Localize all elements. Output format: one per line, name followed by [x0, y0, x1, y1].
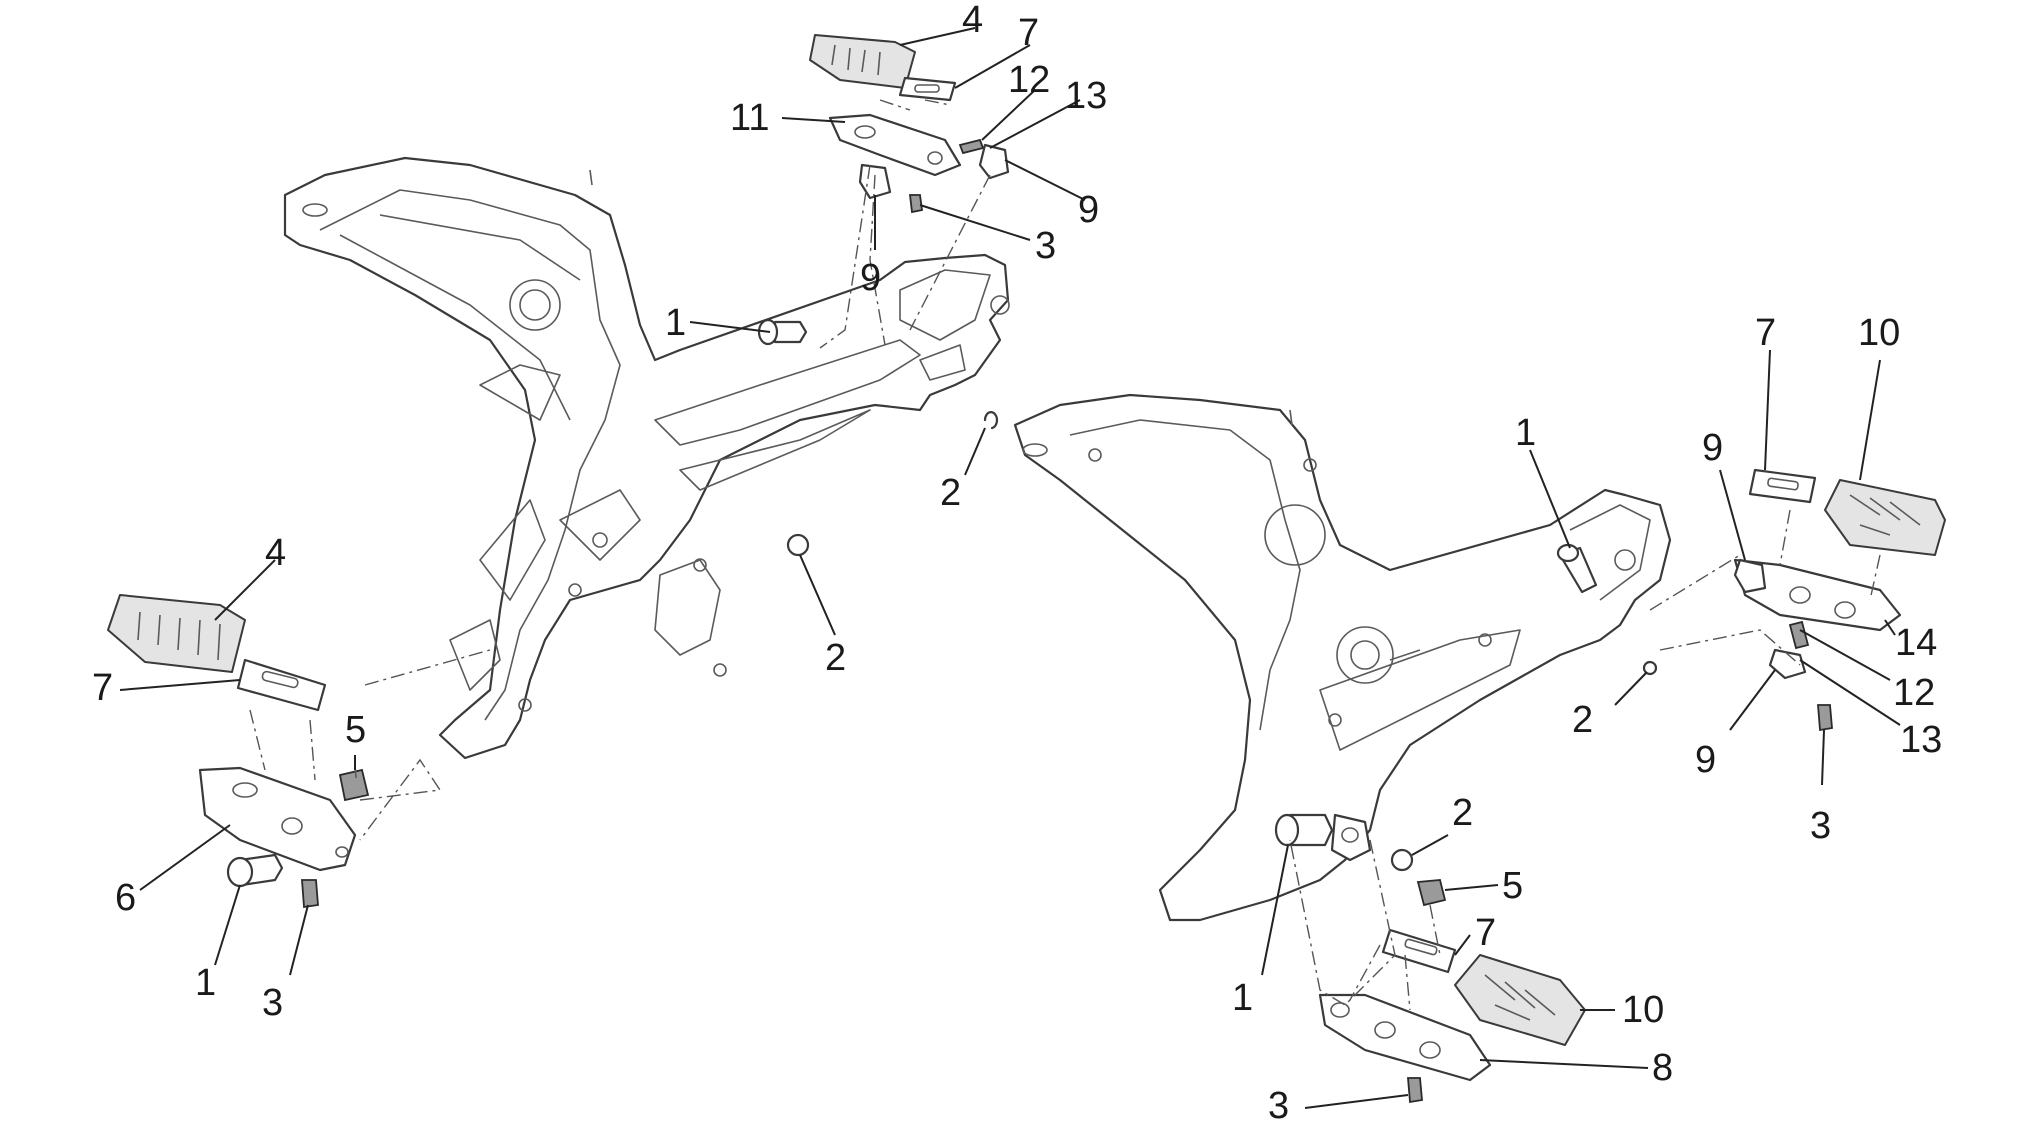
- callout-13-top: 13: [1065, 75, 1107, 117]
- circlip-2-lower: [786, 533, 810, 557]
- callout-1-right-bottom: 1: [1232, 977, 1253, 1019]
- footpeg-support-8-right: [1318, 993, 1492, 1082]
- leader-lines: [119, 27, 1901, 1109]
- footpeg-rubber-4-left: [107, 594, 246, 673]
- callout-3-right: 3: [1810, 805, 1831, 847]
- footpeg-rubber-10-right-top: [1824, 479, 1946, 556]
- callout-12-top: 12: [1008, 59, 1050, 101]
- callout-4-top: 4: [962, 0, 983, 41]
- callout-3-left: 3: [262, 982, 283, 1024]
- callout-7-top: 7: [1018, 12, 1039, 54]
- callout-14-right: 14: [1895, 622, 1937, 664]
- callout-10-right-bottom: 10: [1622, 989, 1664, 1031]
- callout-5-right: 5: [1502, 865, 1523, 907]
- pin-1-left: [226, 853, 284, 888]
- callout-2-right-upper: 2: [1572, 699, 1593, 741]
- callout-9-top-left: 9: [860, 257, 881, 299]
- spring-5-right: [1416, 879, 1447, 907]
- screw-3-right: [1817, 704, 1833, 732]
- callout-1-left: 1: [195, 962, 216, 1004]
- plate-7-top: [898, 76, 957, 102]
- spring-12-top: [958, 138, 985, 155]
- callout-3-right-bottom: 3: [1268, 1085, 1289, 1122]
- callout-1-right: 1: [1515, 412, 1536, 454]
- callout-3-top: 3: [1035, 225, 1056, 267]
- footpeg-rubber-4-top: [809, 34, 916, 89]
- footpeg-support-6-left: [198, 766, 357, 872]
- spring-12-right: [1788, 620, 1810, 650]
- callout-9-right-lower: 9: [1695, 739, 1716, 781]
- footpeg-support-11-top: [828, 113, 962, 177]
- callout-10-right-top: 10: [1858, 312, 1900, 354]
- footpeg-rubber-10-right-bottom: [1454, 954, 1586, 1046]
- plate-7-right-top: [1748, 468, 1817, 504]
- callout-7-right-bottom: 7: [1475, 912, 1496, 954]
- circlip-2-right-upper: [1642, 660, 1658, 676]
- callout-2-lower-mid: 2: [825, 637, 846, 679]
- callout-8-right: 8: [1652, 1047, 1673, 1089]
- pin-1-right-upper: [1556, 543, 1598, 594]
- circlip-2-right-lower: [1390, 848, 1414, 872]
- callout-12-right: 12: [1893, 672, 1935, 714]
- detent-plate-9-right-upper: [1733, 558, 1767, 594]
- callout-9-top-right: 9: [1078, 189, 1099, 231]
- circlip-2-upper: [983, 411, 999, 430]
- callout-11-top: 11: [730, 97, 769, 139]
- assembly-lines: [249, 99, 1881, 1011]
- screw-3-top: [908, 194, 924, 214]
- detent-plate-9-top-right: [978, 143, 1010, 180]
- callout-labels: 4 7 12 13 11 9 3 9 1 2 2 4 7 5 6 1 3 7 1…: [92, 0, 1942, 1122]
- left-frame-bracket: [283, 156, 1010, 760]
- callout-7-left: 7: [92, 667, 113, 709]
- callout-2-right-lower: 2: [1452, 792, 1473, 834]
- plate-7-left: [236, 658, 327, 712]
- callout-7-right-top: 7: [1755, 312, 1776, 354]
- callout-4-left: 4: [265, 532, 286, 574]
- callout-5-left: 5: [345, 709, 366, 751]
- right-frame-bracket: [1013, 393, 1672, 922]
- plate-7-right-bottom: [1381, 928, 1457, 974]
- callout-9-right-upper: 9: [1702, 427, 1723, 469]
- screw-3-right-bottom: [1407, 1077, 1423, 1104]
- callout-13-right: 13: [1900, 719, 1942, 761]
- spring-5-left: [338, 764, 370, 802]
- callout-2-upper-mid: 2: [940, 472, 961, 514]
- detent-plate-9-right-lower: [1768, 648, 1807, 680]
- footpeg-support-14-right: [1733, 558, 1902, 632]
- screw-3-left: [301, 879, 319, 909]
- callout-6-left: 6: [115, 877, 136, 919]
- callout-1-top: 1: [665, 302, 686, 344]
